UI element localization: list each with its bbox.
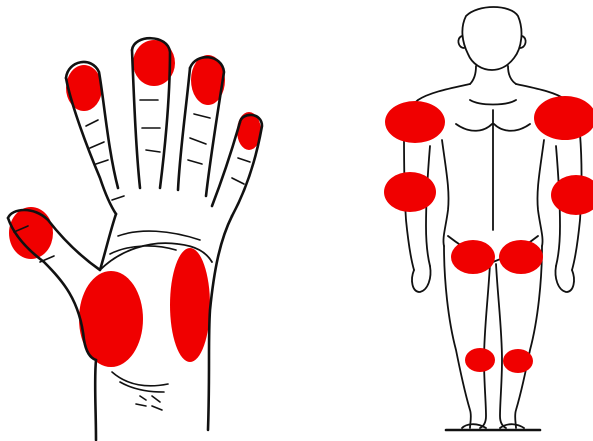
- left-hand-outline: [412, 266, 431, 292]
- zone-left-shoulder: [385, 101, 445, 143]
- hand-diagram: [8, 38, 262, 440]
- zone-hypothenar: [170, 248, 210, 362]
- body-diagram: [384, 7, 593, 430]
- hand-zones: [9, 40, 261, 367]
- right-hand-outline: [555, 266, 574, 292]
- body-outline: [404, 7, 582, 430]
- zone-right-knee: [503, 349, 533, 373]
- body-zones: [384, 96, 593, 373]
- zone-left-thigh: [451, 240, 495, 274]
- palm-outline: [208, 216, 232, 430]
- zone-right-thigh: [499, 240, 543, 274]
- zone-right-elbow: [551, 175, 593, 215]
- zone-left-knee: [465, 348, 495, 372]
- zone-right-shoulder: [534, 96, 593, 140]
- head-outline: [462, 7, 521, 70]
- zone-left-elbow: [384, 172, 436, 212]
